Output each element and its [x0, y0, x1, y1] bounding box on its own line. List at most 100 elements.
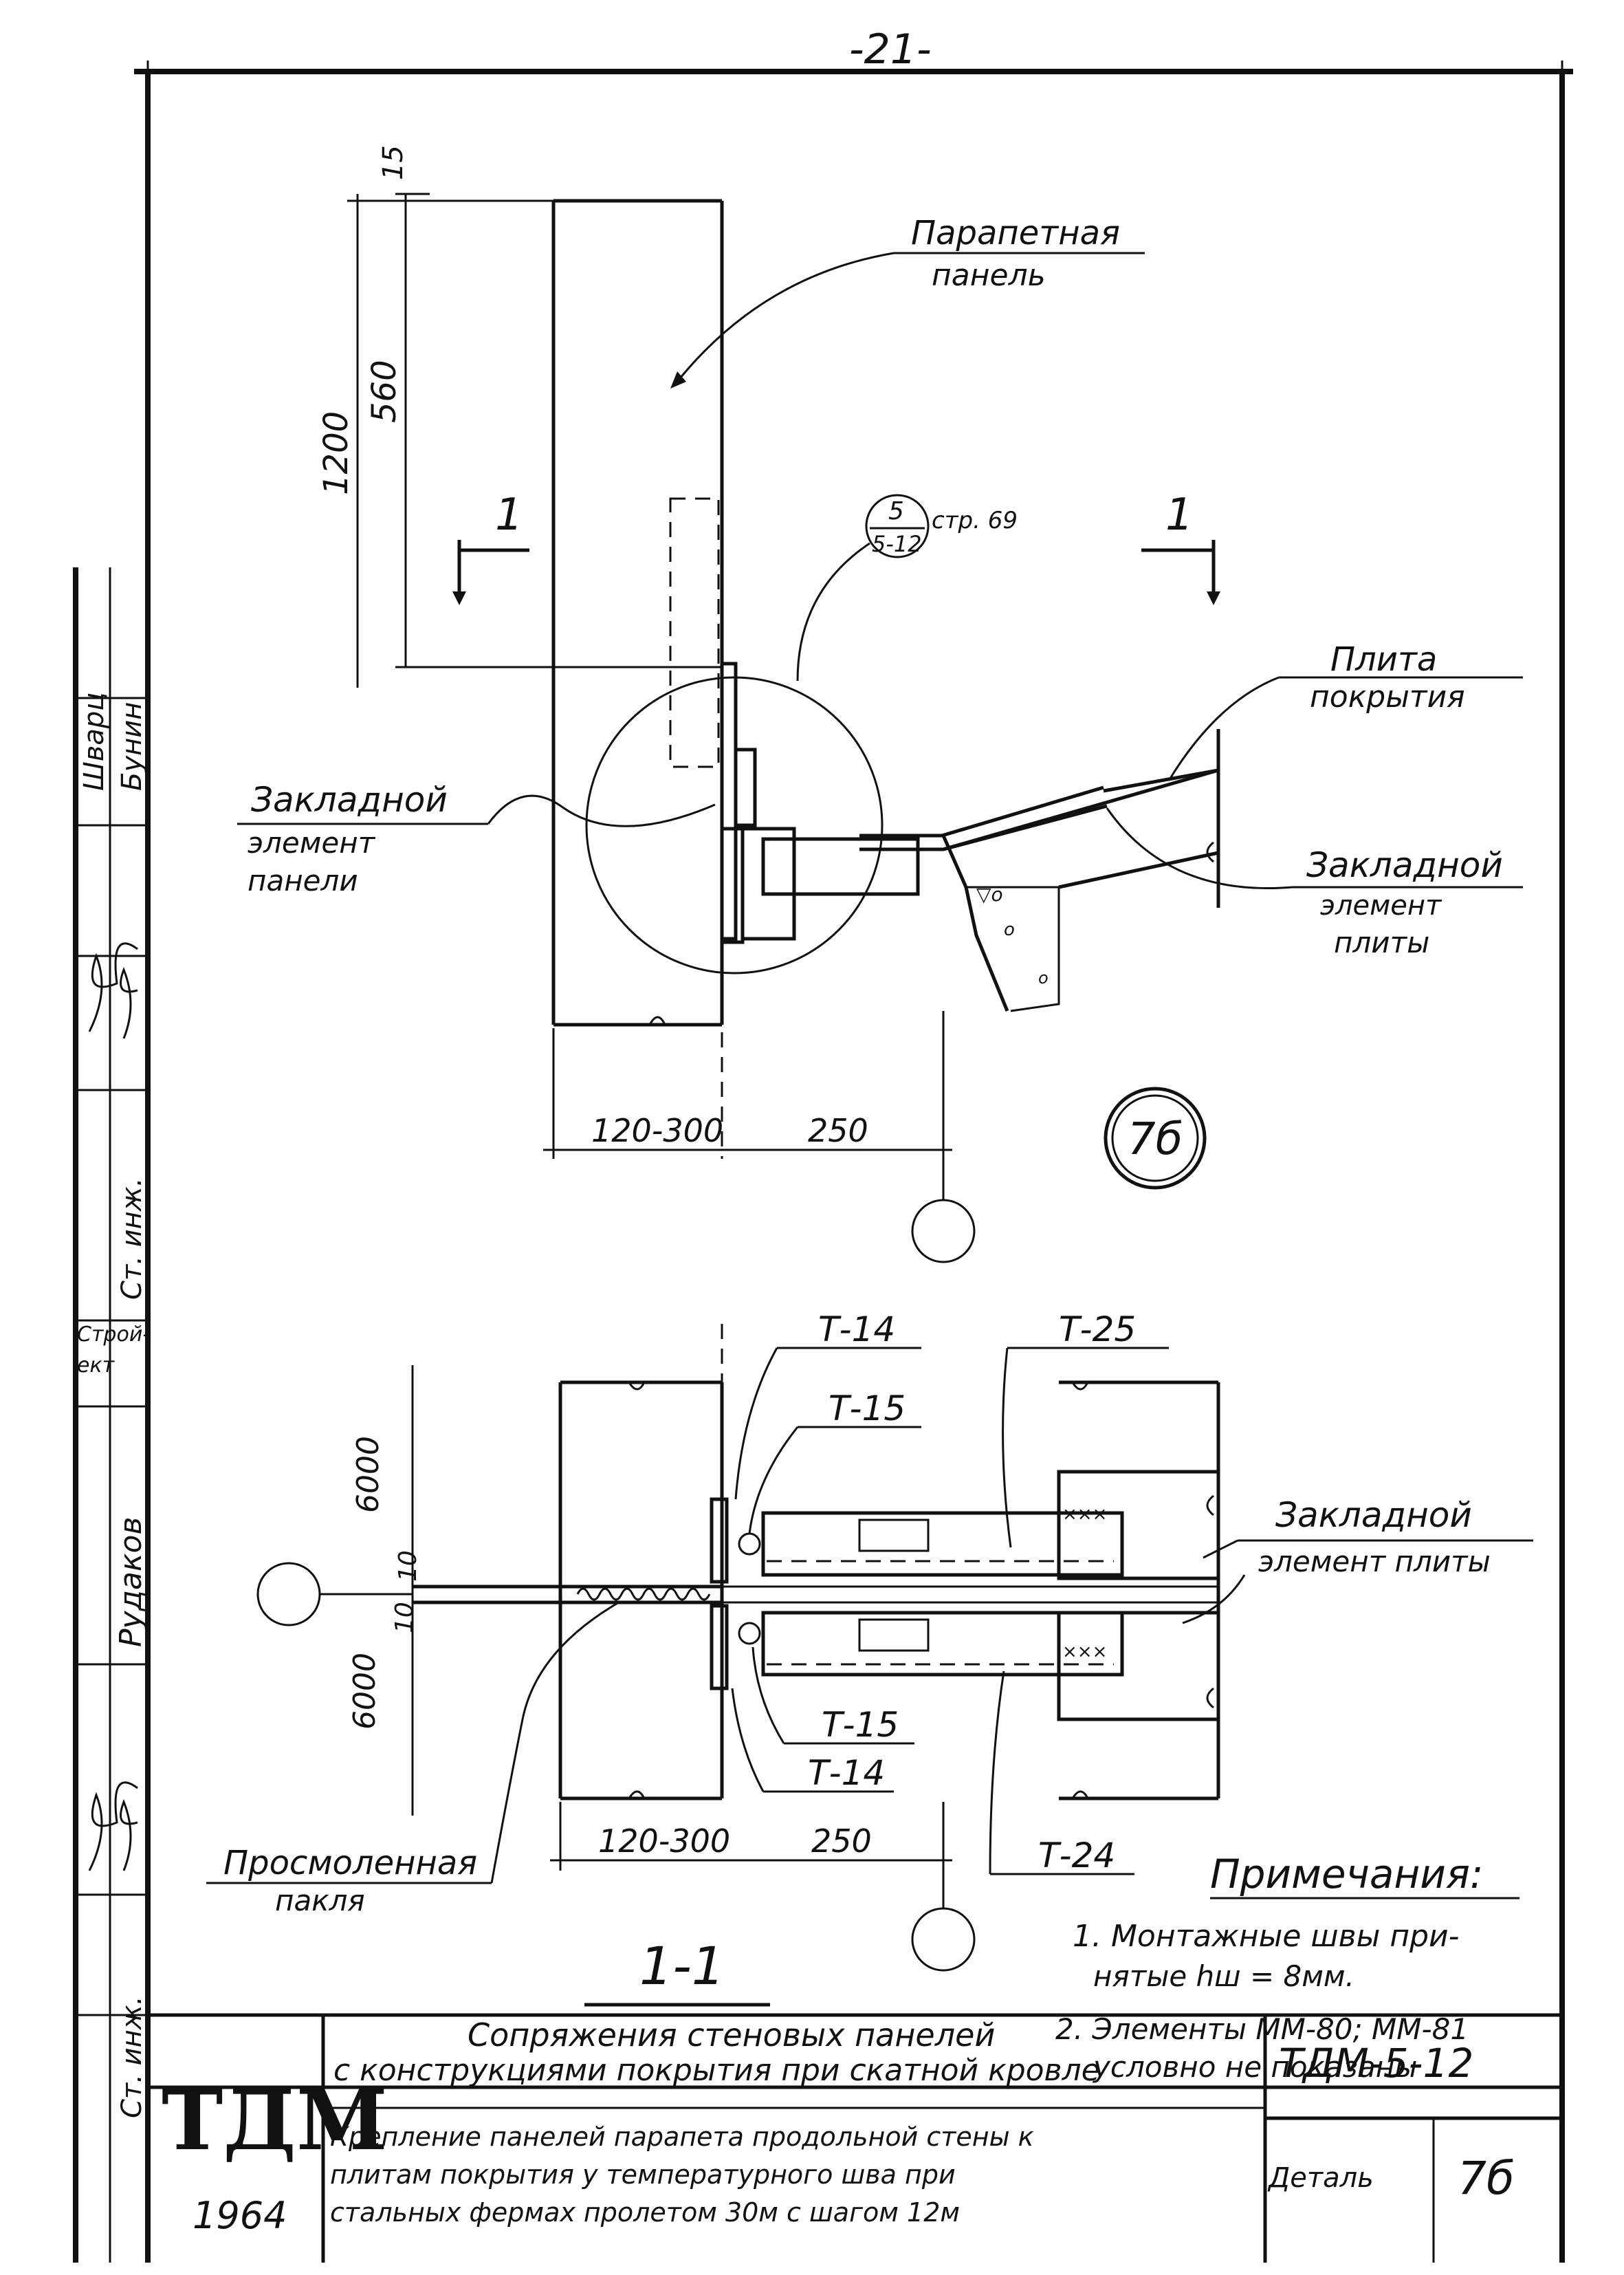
svg-text:ект: ект — [77, 1353, 116, 1378]
side-stamp: Шварц Бунин Ст. инж. Строй- ект Рудаков … — [76, 567, 150, 2263]
svg-text:элемент плиты: элемент плиты — [1258, 1545, 1491, 1578]
detail-value: 7б — [1458, 2152, 1515, 2205]
section-mark-label-right: 1 — [1165, 490, 1194, 541]
svg-text:о: о — [1004, 919, 1015, 940]
note-line-3: 2. Элементы ММ-80; ММ-81 — [1055, 2012, 1469, 2046]
axis-bubble-lower — [911, 1907, 976, 1972]
svg-text:панель: панель — [932, 258, 1046, 293]
svg-text:Т-15: Т-15 — [822, 1705, 899, 1745]
label-t14-top: Т-14 — [734, 1309, 921, 1500]
svg-text:Т-14: Т-14 — [808, 1753, 885, 1793]
roof-slab: ▽о о о — [859, 729, 1220, 1012]
svg-text:1-1: 1-1 — [639, 1935, 725, 1996]
svg-text:Ст. инж.: Ст. инж. — [116, 1177, 148, 1300]
lower-embed-plates — [710, 1497, 1124, 1690]
title-line-2: с конструкциями покрытия при скатной кро… — [333, 2053, 1100, 2088]
dim-250-upper: 250 — [808, 1112, 868, 1149]
svg-text:Шварц: Шварц — [78, 693, 110, 791]
axis-bubble-upper — [911, 1199, 976, 1263]
label-slab-embed-upper: Закладной элемент плиты — [1106, 807, 1523, 959]
section-mark-left: 1 — [452, 490, 529, 605]
section-title-1-1: 1-1 — [584, 1935, 770, 2007]
svg-text:×××: ××× — [1062, 1642, 1107, 1662]
dim-10-a: 10 — [394, 1550, 422, 1582]
dim-120-300-upper: 120-300 — [591, 1112, 723, 1149]
detail-badge: 7б — [1104, 1087, 1207, 1190]
parapet-panel — [551, 199, 724, 1027]
svg-text:Т-24: Т-24 — [1038, 1836, 1115, 1875]
dim-6000-top: 6000 — [351, 1436, 386, 1513]
notes-heading: Примечания: — [1210, 1851, 1483, 1897]
page-number: -21- — [849, 25, 932, 74]
dim-120-300-lower: 120-300 — [598, 1822, 730, 1860]
label-t15-top: Т-15 — [748, 1389, 921, 1534]
sheet-frame — [73, 61, 1573, 2263]
lower-slabs: ××× ××× — [722, 1380, 1220, 1800]
title-line-1: Сопряжения стеновых панелей — [468, 2016, 995, 2054]
svg-text:панели: панели — [248, 864, 358, 897]
svg-text:Плита: Плита — [1330, 640, 1437, 679]
callout-page-ref: стр. 69 — [932, 507, 1018, 534]
svg-text:▽о: ▽о — [976, 883, 1003, 906]
dim-lines-bottom-upper: 120-300 250 — [543, 1011, 976, 1263]
note-line-2: нятые hш = 8мм. — [1093, 1959, 1354, 1993]
desc-line-2: плитам покрытия у температурного шва при — [330, 2159, 956, 2190]
note-line-4: условно не показаны — [1092, 2050, 1417, 2084]
title-block: ТДМ 1964 Сопряжения стеновых панелей с к… — [146, 2015, 1562, 2263]
note-line-1: 1. Монтажные швы при- — [1073, 1919, 1460, 1954]
svg-text:элемент: элемент — [1320, 890, 1442, 922]
svg-text:Рудаков: Рудаков — [113, 1517, 149, 1647]
label-callout: 5 5-12 стр. 69 — [796, 494, 1018, 682]
label-t14-bottom: Т-14 — [731, 1688, 894, 1793]
dim-1200: 1200 — [317, 411, 355, 495]
notes-block: Примечания: 1. Монтажные швы при- нятые … — [1055, 1851, 1519, 2084]
tarred-tow — [576, 1587, 711, 1601]
desc-line-1: Крепление панелей парапета продольной ст… — [330, 2122, 1034, 2152]
svg-text:Строй-: Строй- — [77, 1322, 150, 1347]
svg-text:Т-14: Т-14 — [818, 1309, 895, 1349]
dim-560: 560 — [365, 360, 404, 423]
svg-text:Закладной: Закладной — [1306, 845, 1503, 885]
svg-text:Т-15: Т-15 — [829, 1389, 906, 1428]
label-slab-embed-lower: Закладной элемент плиты — [1182, 1495, 1533, 1624]
label-t24: Т-24 — [989, 1670, 1134, 1875]
title-logo: ТДМ — [162, 2072, 388, 2169]
dim-10-b: 10 — [391, 1602, 419, 1633]
svg-text:7б: 7б — [1128, 1114, 1183, 1165]
svg-text:Ст. инж.: Ст. инж. — [116, 1996, 148, 2118]
svg-text:Закладной: Закладной — [1275, 1495, 1472, 1535]
label-parapet-panel: Парапетная панель — [670, 214, 1145, 389]
label-t15-bottom: Т-15 — [751, 1646, 914, 1745]
svg-text:Бунин: Бунин — [116, 702, 148, 791]
axis-bubble-left — [256, 1562, 321, 1626]
dim-250-lower: 250 — [811, 1822, 872, 1860]
dim-lines-left: 15 560 1200 — [317, 145, 722, 688]
dim-15: 15 — [377, 145, 409, 180]
detail-callout-circle — [585, 676, 884, 975]
dim-lines-bottom-lower: 120-300 250 — [550, 1802, 976, 1972]
lower-panels — [413, 1380, 724, 1800]
svg-text:плиты: плиты — [1334, 926, 1429, 959]
svg-text:о: о — [1038, 968, 1049, 988]
section-mark-right: 1 — [1141, 490, 1220, 605]
label-t25: Т-25 — [1002, 1309, 1169, 1548]
label-panel-embed: Закладной элемент панели — [237, 780, 716, 897]
dim-lines-lower-left: 6000 10 10 6000 — [347, 1365, 422, 1816]
svg-text:элемент: элемент — [248, 826, 376, 860]
title-year: 1964 — [193, 2194, 287, 2237]
svg-text:покрытия: покрытия — [1310, 679, 1465, 715]
label-tarred-tow: Просмоленная пакля — [206, 1601, 619, 1917]
svg-text:Закладной: Закладной — [251, 780, 448, 820]
section-mark-label-left: 1 — [495, 490, 523, 541]
svg-text:Т-25: Т-25 — [1059, 1309, 1136, 1349]
svg-text:Просмоленная: Просмоленная — [223, 1844, 477, 1882]
dim-6000-bottom: 6000 — [347, 1653, 382, 1730]
svg-text:Парапетная: Парапетная — [911, 214, 1120, 252]
desc-line-3: стальных фермах пролетом 30м с шагом 12м — [330, 2197, 960, 2228]
callout-bottom: 5-12 — [872, 531, 922, 557]
title-series: ТДМ-5-12 — [1279, 2040, 1473, 2087]
panel-insert-dashed — [669, 497, 720, 768]
callout-top: 5 — [888, 497, 904, 525]
label-roof-slab: Плита покрытия — [1167, 640, 1523, 781]
